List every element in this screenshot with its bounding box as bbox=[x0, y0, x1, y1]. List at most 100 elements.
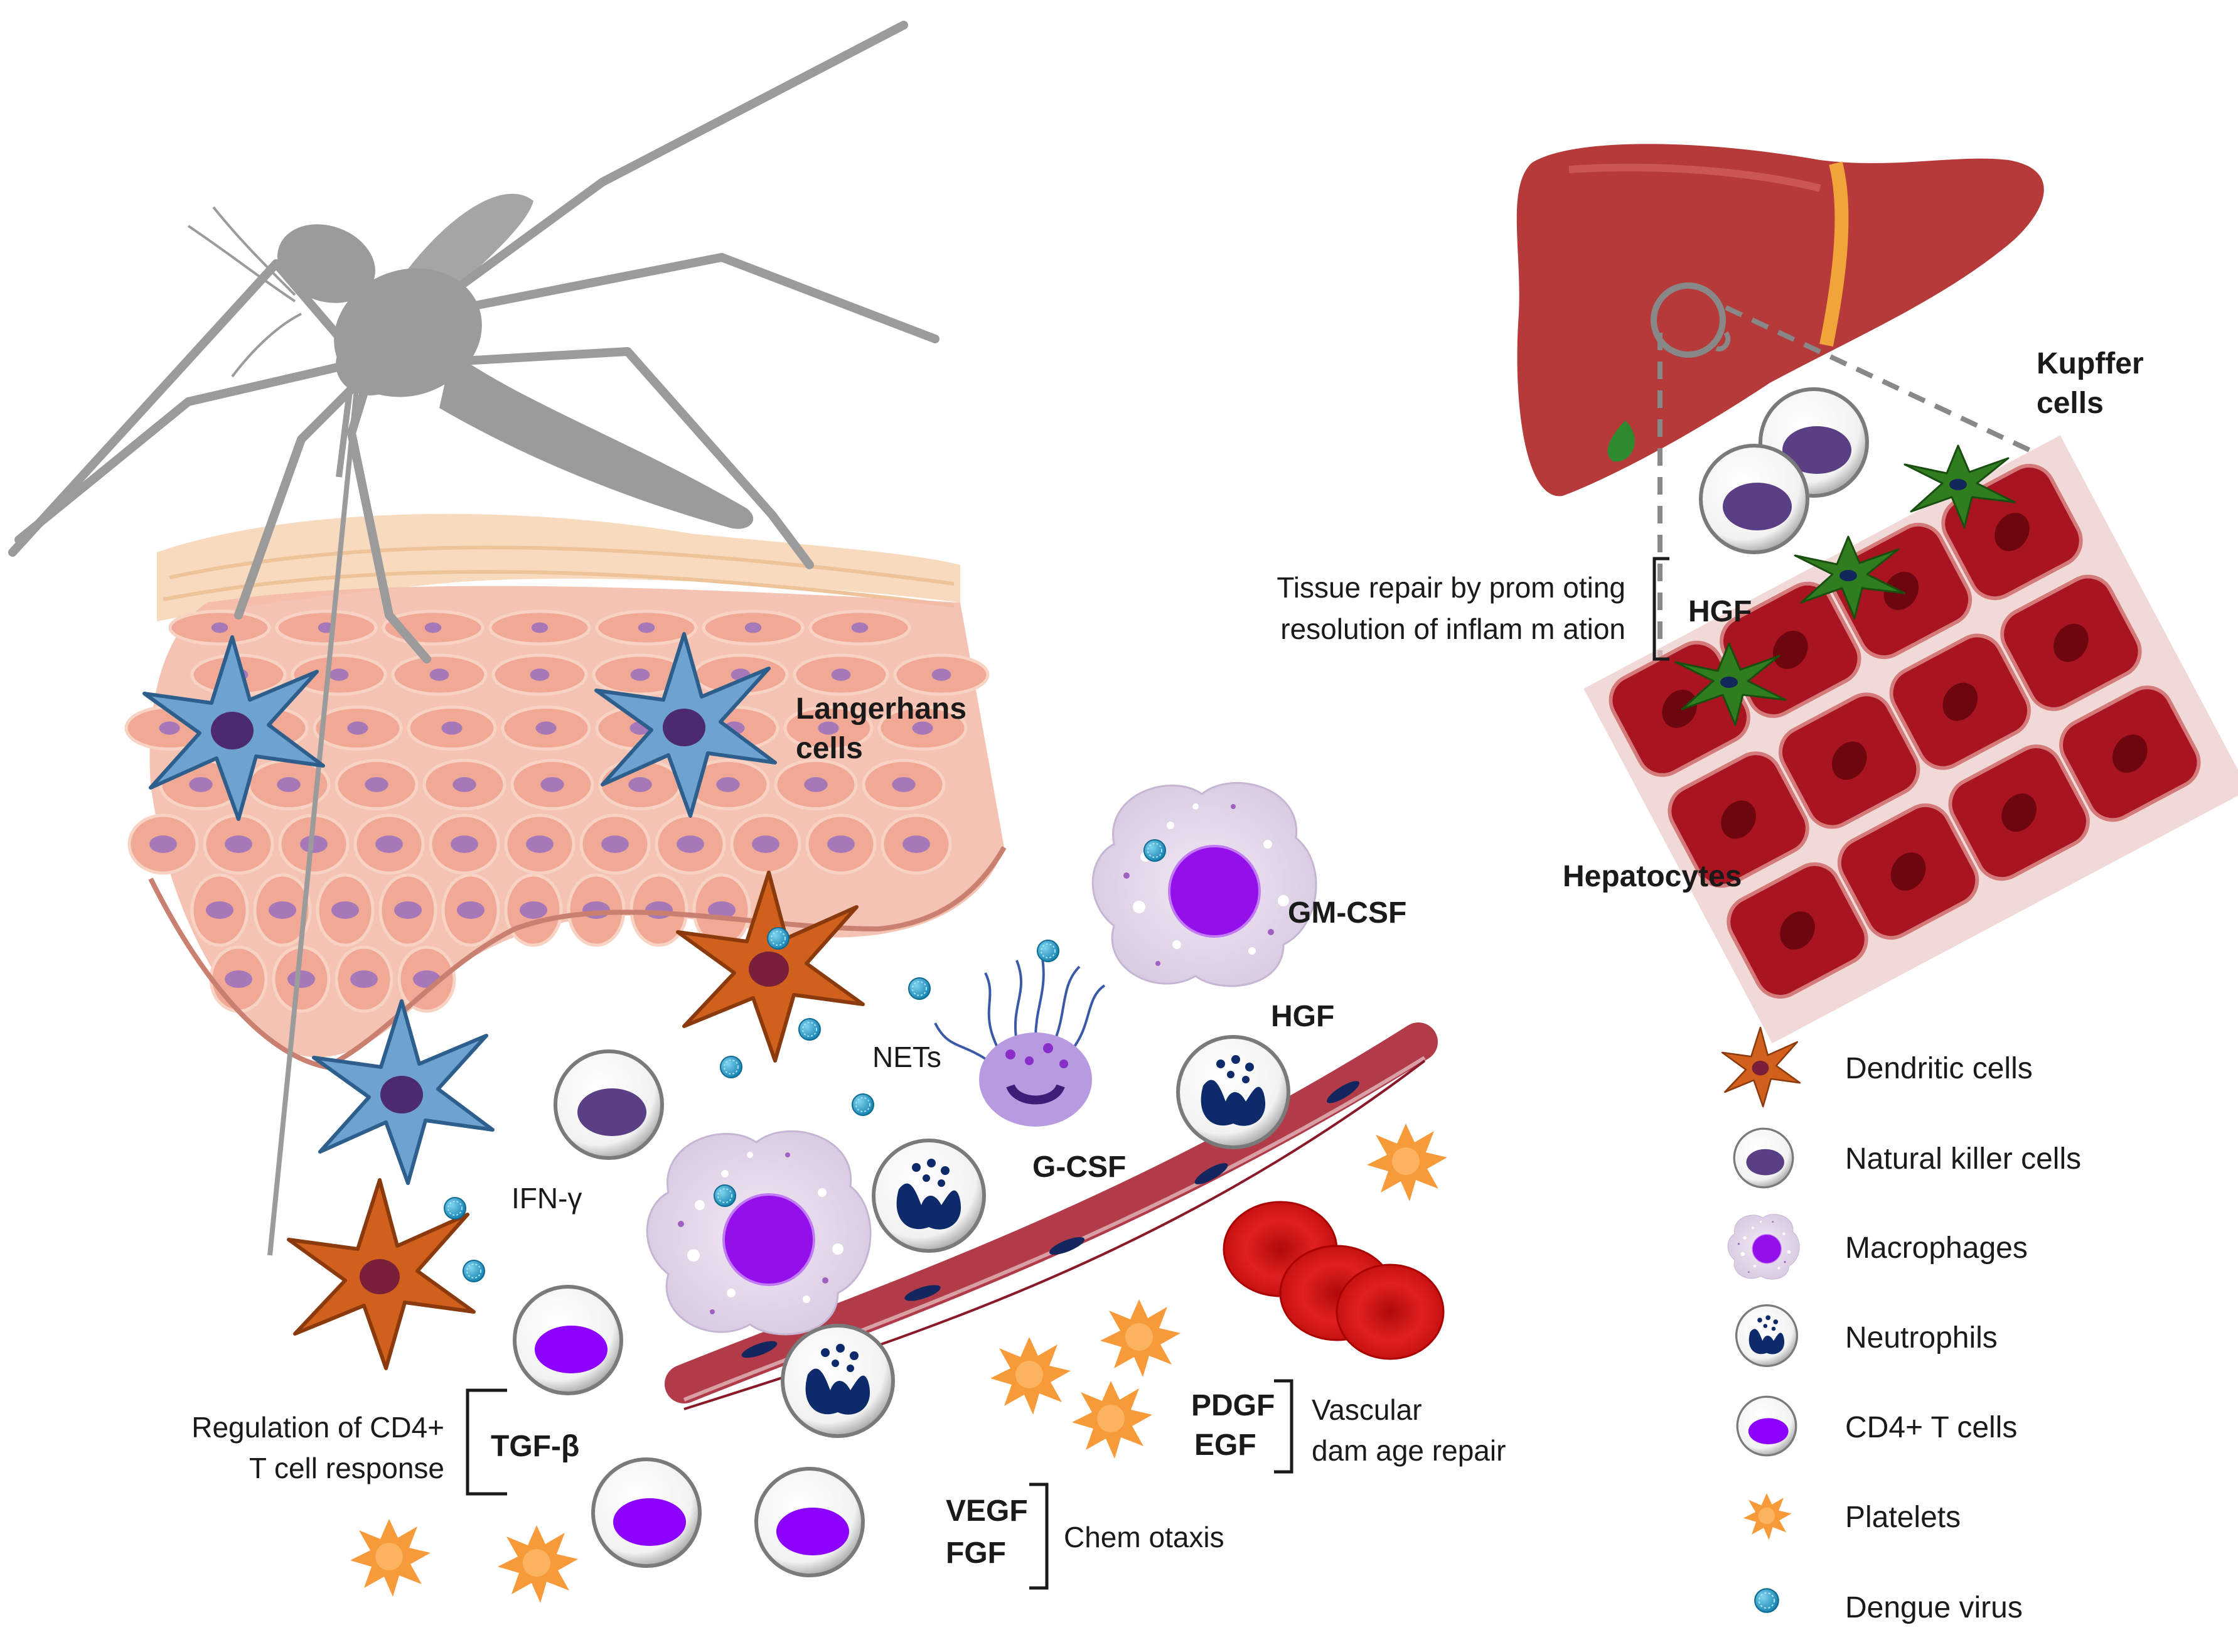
neutrophil-cell bbox=[874, 1140, 984, 1251]
label-tgf-beta: TGF-β bbox=[491, 1430, 579, 1463]
skin-cell-nucleus bbox=[451, 835, 478, 853]
skin-cell-nucleus bbox=[225, 970, 252, 988]
skin-cell-nucleus bbox=[638, 622, 655, 633]
platelet bbox=[1100, 1299, 1181, 1377]
skin-cell-nucleus bbox=[677, 835, 704, 853]
cd4-t-cell bbox=[756, 1469, 863, 1575]
skin-cell-nucleus bbox=[526, 835, 554, 853]
liver-organ bbox=[1516, 144, 2044, 496]
label-kupffer-1: Kupffer bbox=[2037, 347, 2144, 380]
label-nets: NETs bbox=[872, 1041, 941, 1073]
skin-cell-nucleus bbox=[912, 721, 933, 735]
legend-label: Dendritic cells bbox=[1845, 1052, 2033, 1085]
skin-cell-nucleus bbox=[149, 835, 177, 853]
skin-cell-nucleus bbox=[630, 668, 650, 681]
cd4-t-cell bbox=[593, 1459, 700, 1566]
skin-cell-nucleus bbox=[540, 777, 564, 792]
skin-cell-nucleus bbox=[931, 668, 951, 681]
label-vascular-1: Vascular bbox=[1312, 1393, 1422, 1426]
neutrophil-cell bbox=[783, 1326, 893, 1436]
mosquito-silhouette bbox=[8, 21, 940, 1256]
skin-cell-nucleus bbox=[452, 777, 476, 792]
skin-cell-nucleus bbox=[350, 970, 378, 988]
skin-cell-nucleus bbox=[827, 835, 855, 853]
skin-cell-nucleus bbox=[394, 901, 422, 919]
label-vegf: VEGF bbox=[946, 1494, 1028, 1528]
skin-cell-nucleus bbox=[831, 668, 851, 681]
platelet bbox=[350, 1519, 431, 1597]
skin-cell-nucleus bbox=[535, 721, 557, 735]
label-tissue-repair-1: Tissue repair by prom oting bbox=[1277, 571, 1625, 604]
label-fgf: FGF bbox=[946, 1537, 1006, 1570]
legend-label: Platelets bbox=[1845, 1501, 1961, 1534]
skin-cell-nucleus bbox=[211, 622, 228, 633]
legend-item-platelet: Platelets bbox=[1743, 1493, 1961, 1540]
skin-cell-nucleus bbox=[287, 970, 315, 988]
nets-neutrophil bbox=[934, 953, 1106, 1127]
skin-cell-nucleus bbox=[269, 901, 296, 919]
skin-cell-nucleus bbox=[225, 835, 252, 853]
skin-cell-nucleus bbox=[520, 901, 547, 919]
platelet bbox=[498, 1525, 578, 1603]
legend-label: Neutrophils bbox=[1845, 1321, 1998, 1354]
skin-cell-nucleus bbox=[531, 622, 549, 633]
label-gm-csf: GM-CSF bbox=[1288, 896, 1406, 930]
skin-cell-nucleus bbox=[645, 901, 673, 919]
skin-cell-nucleus bbox=[744, 622, 762, 633]
macrophage-cell bbox=[646, 1130, 872, 1336]
label-langerhans-2: cells bbox=[796, 732, 863, 765]
skin-cell-nucleus bbox=[331, 901, 359, 919]
skin-cell-nucleus bbox=[457, 901, 485, 919]
label-vascular-2: dam age repair bbox=[1312, 1434, 1506, 1467]
label-pdgf: PDGF bbox=[1191, 1389, 1275, 1422]
skin-cell-nucleus bbox=[375, 835, 403, 853]
legend-item-nk: Natural killer cells bbox=[1733, 1127, 2081, 1189]
legend-item-virus: Dengue virus bbox=[1754, 1588, 2023, 1624]
legend-item-t-cell: CD4+ T cells bbox=[1736, 1395, 2017, 1457]
label-ifn-gamma: IFN-γ bbox=[511, 1182, 582, 1215]
legend: Dendritic cells Natural killer cells Mac… bbox=[1721, 1026, 2081, 1624]
skin-cell-nucleus bbox=[424, 622, 442, 633]
skin-cell-nucleus bbox=[429, 668, 449, 681]
skin-cell-nucleus bbox=[804, 777, 828, 792]
macrophage-cell bbox=[1091, 781, 1318, 987]
legend-label: Natural killer cells bbox=[1845, 1142, 2081, 1176]
legend-label: Dengue virus bbox=[1845, 1591, 2023, 1624]
label-tissue-repair-2: resolution of inflam m ation bbox=[1280, 613, 1625, 645]
label-hgf-liver: HGF bbox=[1688, 595, 1752, 628]
nk-cell bbox=[1701, 446, 1807, 552]
skin-tissue bbox=[124, 513, 1007, 1070]
blood-vessel bbox=[665, 1022, 1438, 1410]
skin-cell-nucleus bbox=[601, 835, 629, 853]
skin-cell-nucleus bbox=[365, 777, 388, 792]
skin-cell-nucleus bbox=[329, 668, 349, 681]
skin-cell-nucleus bbox=[752, 835, 779, 853]
skin-cell-nucleus bbox=[300, 835, 328, 853]
cd4-t-cell bbox=[515, 1287, 621, 1393]
legend-item-dendritic: Dendritic cells bbox=[1721, 1026, 2033, 1108]
skin-cell-nucleus bbox=[277, 777, 301, 792]
brackets bbox=[466, 557, 1669, 1590]
skin-cell-nucleus bbox=[441, 721, 463, 735]
skin-cell-nucleus bbox=[818, 721, 839, 735]
label-kupffer-2: cells bbox=[2037, 387, 2104, 420]
skin-cell-nucleus bbox=[189, 777, 213, 792]
label-egf: EGF bbox=[1194, 1429, 1256, 1462]
platelet bbox=[1072, 1381, 1152, 1459]
legend-item-neutrophil: Neutrophils bbox=[1735, 1304, 1998, 1368]
label-hgf-vessel: HGF bbox=[1271, 1000, 1334, 1033]
skin-cell-nucleus bbox=[716, 777, 740, 792]
skin-cell-nucleus bbox=[206, 901, 233, 919]
skin-cell-nucleus bbox=[530, 668, 550, 681]
skin-cell-nucleus bbox=[159, 721, 180, 735]
skin-cell-nucleus bbox=[892, 777, 916, 792]
skin-cell-nucleus bbox=[708, 901, 736, 919]
hepatocyte-tissue bbox=[1583, 435, 2238, 1044]
label-langerhans-1: Langerhans bbox=[796, 692, 966, 726]
nk-cell bbox=[555, 1051, 662, 1158]
legend-item-macrophage: Macrophages bbox=[1727, 1213, 2028, 1280]
label-regulation-2: T cell response bbox=[249, 1452, 444, 1484]
skin-cell-nucleus bbox=[902, 835, 930, 853]
label-chemotaxis: Chem otaxis bbox=[1064, 1521, 1224, 1553]
platelet bbox=[990, 1337, 1071, 1415]
